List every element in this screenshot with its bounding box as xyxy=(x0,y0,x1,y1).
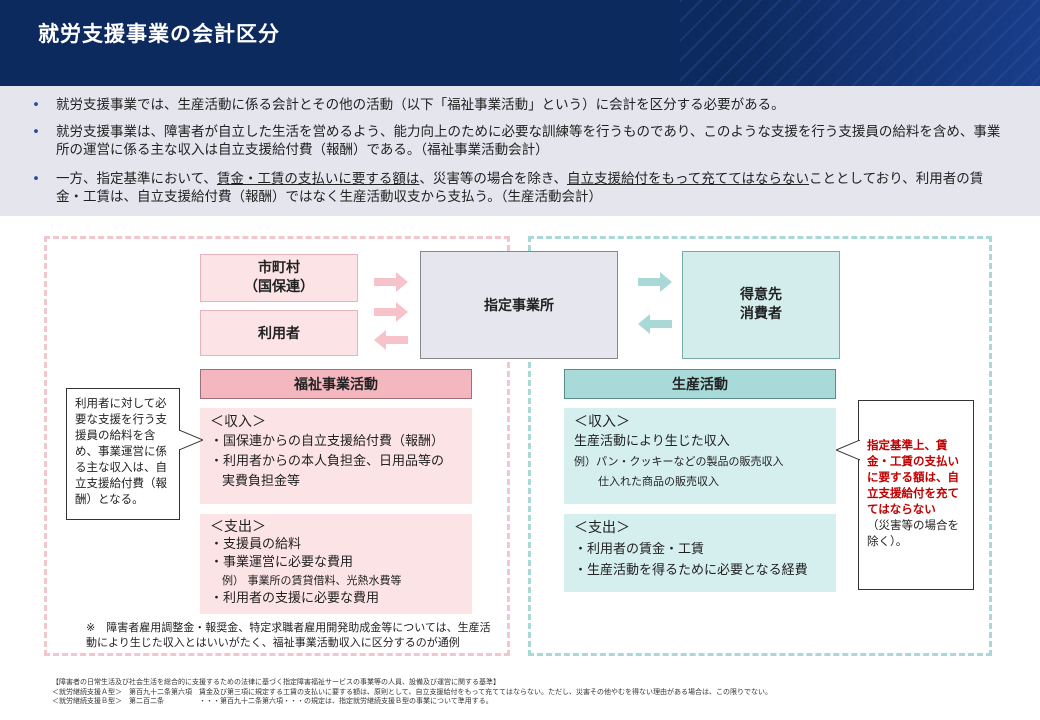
summary-bullet-2: • 就労支援事業は、障害者が自立した生活を営めるよう、能力向上のために必要な訓練… xyxy=(32,123,1002,159)
summary-panel: • 就労支援事業では、生産活動に係る会計とその他の活動（以下「福祉事業活動」とい… xyxy=(0,86,1040,216)
bullet-dot-icon: • xyxy=(32,97,40,113)
office-box: 指定事業所 xyxy=(420,251,618,359)
left-callout: 利用者に対して必要な支援を行う支援員の給料を含め、事業運営に係る主な収入は、自立… xyxy=(66,388,180,520)
arrow-left-icon xyxy=(374,330,408,350)
header-pattern xyxy=(680,0,1040,86)
municipality-box: 市町村（国保連） xyxy=(200,254,358,302)
arrow-right-icon xyxy=(638,272,672,292)
arrow-right-icon xyxy=(374,302,408,322)
production-income-panel: ＜収入＞ 生産活動により生じた収入 例）パン・クッキーなどの製品の販売収入 仕入… xyxy=(564,408,836,504)
arrow-left-icon xyxy=(638,314,672,334)
footnote-note: ※ 障害者雇用調整金・報奨金、特定求職者雇用開発助成金等については、生産活動によ… xyxy=(86,621,491,649)
header-banner: 就労支援事業の会計区分 xyxy=(0,0,1040,86)
page-title: 就労支援事業の会計区分 xyxy=(38,22,280,46)
production-zone xyxy=(528,236,992,656)
production-activity-heading: 生産活動 xyxy=(564,369,836,399)
summary-bullet-1: • 就労支援事業では、生産活動に係る会計とその他の活動（以下「福祉事業活動」とい… xyxy=(32,96,1002,114)
summary-text-2: 就労支援事業は、障害者が自立した生活を営めるよう、能力向上のために必要な訓練等を… xyxy=(56,124,1001,158)
welfare-activity-heading: 福祉事業活動 xyxy=(200,369,472,399)
arrow-right-icon xyxy=(374,272,408,292)
summary-bullet-3: • 一方、指定基準において、賃金・工賃の支払いに要する額は、災害等の場合を除き、… xyxy=(32,170,1002,206)
production-expense-panel: ＜支出＞ ・利用者の賃金・工賃 ・生産活動を得るために必要となる経費 xyxy=(564,514,836,592)
bullet-dot-icon: • xyxy=(32,171,40,187)
welfare-zone xyxy=(44,236,510,656)
callout-pointer xyxy=(836,440,860,461)
user-box: 利用者 xyxy=(200,310,358,356)
welfare-income-panel: ＜収入＞ ・国保連からの自立支援給付費（報酬） ・利用者からの本人負担金、日用品… xyxy=(200,408,472,504)
welfare-expense-panel: ＜支出＞ ・支援員の給料 ・事業運営に必要な費用 例） 事業所の賃貸借料、光熱水… xyxy=(200,514,472,614)
bullet-dot-icon: • xyxy=(32,124,40,140)
summary-text-3: 一方、指定基準において、賃金・工賃の支払いに要する額は、災害等の場合を除き、自立… xyxy=(56,171,984,205)
callout-pointer xyxy=(179,430,203,451)
legal-footer: 【障害者の日常生活及び社会生活を総合的に支援するための法律に基づく指定障害福祉サ… xyxy=(52,678,772,705)
right-callout: 指定基準上、賃金・工賃の支払いに要する額は、自立支援給付を充ててはならない （災… xyxy=(858,400,974,590)
summary-text-1: 就労支援事業では、生産活動に係る会計とその他の活動（以下「福祉事業活動」という）… xyxy=(56,97,785,113)
customer-box: 得意先消費者 xyxy=(682,251,840,359)
